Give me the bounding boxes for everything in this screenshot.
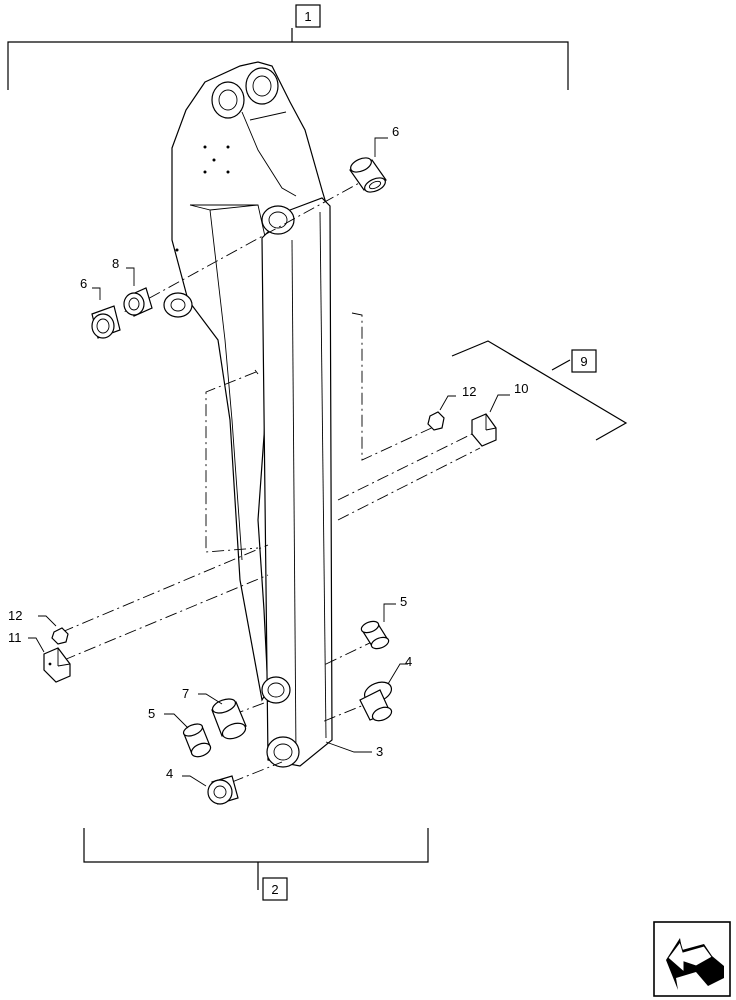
leader-4-right <box>387 663 408 685</box>
leader-12-lower <box>38 615 57 627</box>
assembly-bracket-bottom <box>83 828 429 901</box>
assembly-bracket-top <box>7 4 569 90</box>
callout-6-upper[interactable]: 6 <box>392 124 399 139</box>
callout-12-lower[interactable]: 12 <box>8 608 22 623</box>
callout-5-left[interactable]: 5 <box>148 706 155 721</box>
leader-8 <box>126 267 135 286</box>
bushing-7 <box>211 698 247 740</box>
leader-5-right <box>383 603 396 622</box>
callout-5-right[interactable]: 5 <box>400 594 407 609</box>
flanged-bushing-4-right <box>359 681 393 722</box>
callout-7[interactable]: 7 <box>182 686 189 701</box>
callout-6-left[interactable]: 6 <box>80 276 87 291</box>
bushing-8 <box>123 287 153 317</box>
callout-2[interactable]: 2 <box>271 882 278 897</box>
callout-12-upper[interactable]: 12 <box>462 384 476 399</box>
callout-10[interactable]: 10 <box>514 381 528 396</box>
callout-9[interactable]: 9 <box>580 354 587 369</box>
shim-12-lower <box>51 627 69 645</box>
callout-8[interactable]: 8 <box>112 256 119 271</box>
plate-11 <box>43 647 71 683</box>
boom-arm <box>163 61 333 768</box>
assembly-bracket-9 <box>451 340 628 441</box>
leader-4-left <box>182 775 207 787</box>
leader-10 <box>489 394 510 413</box>
bushing-6-left <box>91 305 121 339</box>
plate-10 <box>471 413 497 447</box>
leader-6-left <box>92 287 101 300</box>
bushing-5-left <box>182 723 212 758</box>
callout-1[interactable]: 1 <box>304 9 311 24</box>
callout-4-right[interactable]: 4 <box>405 654 412 669</box>
return-arrow-icon[interactable] <box>653 921 731 997</box>
callout-4-left[interactable]: 4 <box>166 766 173 781</box>
leader-11 <box>28 637 45 653</box>
leader-5-left <box>164 713 189 729</box>
leader-7 <box>198 693 223 705</box>
callout-11[interactable]: 11 <box>8 630 22 645</box>
bushing-5-right <box>360 620 390 650</box>
leader-6-upper <box>374 137 388 157</box>
shim-12-upper <box>427 411 445 431</box>
bushing-6-upper <box>349 157 387 193</box>
leader-12-upper <box>439 395 456 411</box>
flanged-bushing-4-left <box>207 775 239 805</box>
callout-3[interactable]: 3 <box>376 744 383 759</box>
leader-3 <box>325 741 372 753</box>
